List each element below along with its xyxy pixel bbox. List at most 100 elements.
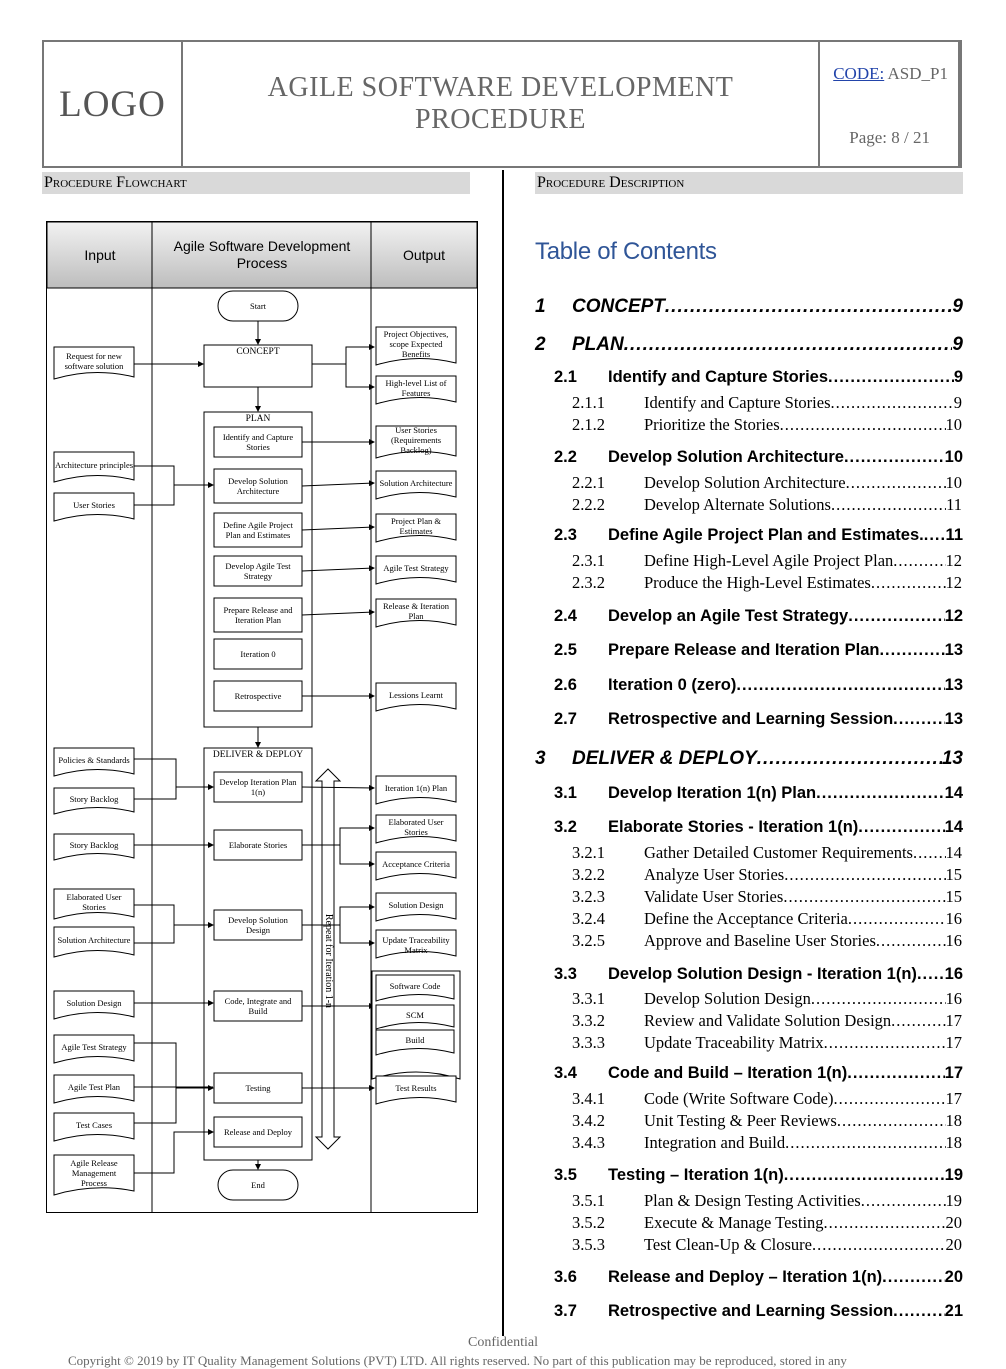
toc-entry-number: 2.2.1 xyxy=(572,473,605,492)
toc-entry-number: 2 xyxy=(535,334,546,355)
doc-input-release-proc xyxy=(53,1154,135,1196)
toc-entry-leader: ........................................… xyxy=(823,1213,946,1232)
toc-entry-text: Iteration 0 (zero) xyxy=(608,676,737,694)
toc-entry-number: 2.2 xyxy=(554,448,577,466)
toc-entry-leader: ........................................… xyxy=(756,748,942,769)
toc-entry-text: CONCEPT xyxy=(572,296,665,317)
toc-entry-number: 3.5 xyxy=(554,1166,577,1184)
toc-entry-page: 10 xyxy=(945,473,963,492)
toc-entry-text: Identify and Capture Stories xyxy=(644,393,831,412)
doc-input-backlog1 xyxy=(53,787,135,815)
output-scm-label: SCM xyxy=(406,1010,424,1020)
toc-entry-text: Update Traceability Matrix xyxy=(644,1033,824,1052)
toc-entry-page: 9 xyxy=(953,393,962,412)
output-build-label: Build xyxy=(405,1035,425,1045)
toc-entry-number: 2.3.1 xyxy=(572,551,605,570)
doc-input-request xyxy=(53,346,135,380)
toc-entry-leader: ........................................… xyxy=(779,415,946,434)
toc-entry-leader: ........................................… xyxy=(858,818,944,836)
toc-entry-text: Unit Testing & Peer Reviews xyxy=(644,1111,837,1130)
toc-entry-page: 10 xyxy=(944,448,963,466)
plan-label: PLAN xyxy=(245,414,271,424)
toc-entry-page: 19 xyxy=(944,1166,963,1184)
toc-entry-number: 3.7 xyxy=(554,1302,577,1320)
input-policies-label: Policies & Standards xyxy=(58,755,130,765)
toc-entry-leader: ........................................… xyxy=(736,676,944,694)
toc-entry-text: Develop Solution Architecture xyxy=(644,473,846,492)
repeat-label: Repeat for Iteration 1-n xyxy=(323,913,334,1009)
end-terminator xyxy=(217,1169,299,1201)
input-user-stories-label: User Stories xyxy=(73,500,115,510)
toc-entry[interactable]: 2.7 Retrospective and Learning Session...… xyxy=(554,710,963,729)
toc-entry-page: 11 xyxy=(946,495,962,514)
start-label: Start xyxy=(249,301,267,311)
toc-entry-page: 20 xyxy=(944,1268,963,1286)
toc-entry-text: Execute & Manage Testing xyxy=(644,1213,824,1232)
concept-box xyxy=(203,344,313,388)
retro-label: Retrospective xyxy=(234,691,282,701)
toc-entry-page: 15 xyxy=(945,887,963,906)
code-label[interactable]: CODE: xyxy=(833,64,885,83)
toc-entry-text: Develop an Agile Test Strategy xyxy=(608,607,849,625)
toc-entry-leader: ........................................… xyxy=(893,710,944,728)
output-elab-label: Elaborated User Stories xyxy=(388,817,444,837)
toc-entry-number: 2.3 xyxy=(554,526,577,544)
toc-entry-text: Retrospective and Learning Session xyxy=(608,710,894,728)
toc-entry-leader: ........................................… xyxy=(847,1064,944,1082)
toc-entry-text: Approve and Baseline User Stories xyxy=(644,931,876,950)
doc-output-proj-plan xyxy=(375,513,457,543)
toc-entry-number: 3.2.3 xyxy=(572,887,605,906)
input-test-plan-label: Agile Test Plan xyxy=(67,1082,121,1092)
toc-entry-page: 18 xyxy=(945,1133,963,1152)
output-sol-arch-label: Solution Architecture xyxy=(379,478,453,488)
footer-confidential: Confidential xyxy=(468,1335,538,1350)
toc-entry-number: 2.5 xyxy=(554,641,577,659)
doc-output-scm xyxy=(375,1004,455,1030)
toc-entry-text: Plan & Design Testing Activities xyxy=(644,1191,861,1210)
toc-entry-number: 2.7 xyxy=(554,710,577,728)
doc-output-sol-design xyxy=(375,892,457,922)
toc-entry-text: Define the Acceptance Criteria xyxy=(644,909,848,928)
toc-entry-page: 13 xyxy=(944,710,963,728)
toc-entry-text: Analyze User Stories xyxy=(644,865,785,884)
doc-input-test-cases xyxy=(53,1112,135,1142)
toc-entry-number: 3.5.3 xyxy=(572,1235,605,1254)
toc-entry-text: Gather Detailed Customer Requirements xyxy=(644,843,913,862)
